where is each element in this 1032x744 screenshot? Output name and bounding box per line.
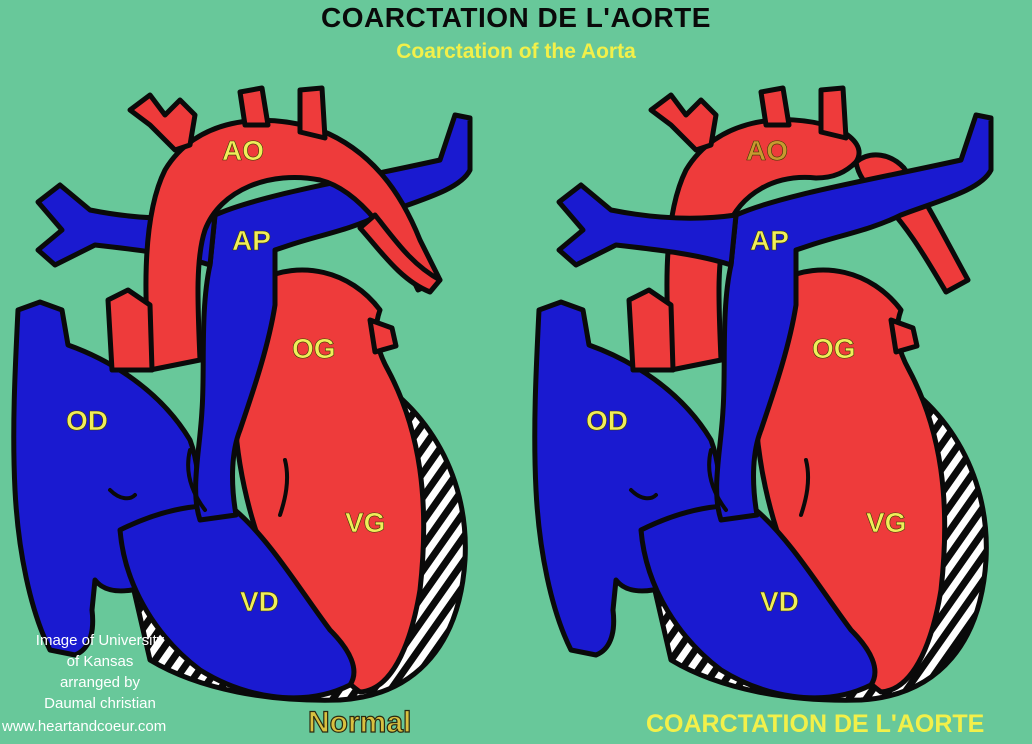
diagram-title: COARCTATION DE L'AORTE [0, 2, 1032, 34]
caption-coarctation: COARCTATION DE L'AORTE [646, 710, 984, 739]
credit-line: of Kansas [6, 651, 194, 672]
heart-coarctation: AO AP OG OD VG VD [516, 70, 1032, 744]
arch-branch-1 [651, 95, 716, 150]
diagram-subtitle: Coarctation of the Aorta [0, 40, 1032, 64]
caption-normal: Normal [308, 706, 411, 740]
label-vg: VG [345, 507, 385, 538]
label-ap: AP [232, 225, 271, 256]
ascending-aorta-base [108, 290, 152, 370]
arch-branch-1 [130, 95, 195, 150]
label-ao: AO [746, 135, 788, 166]
pulmonary-vein [891, 320, 917, 352]
label-od: OD [66, 405, 108, 436]
arch-branch-2 [761, 88, 789, 125]
credit-url: www.heartandcoeur.com [2, 718, 232, 735]
label-vg: VG [866, 507, 906, 538]
arch-branch-3 [300, 88, 325, 138]
arch-branch-2 [240, 88, 268, 125]
label-vd: VD [760, 586, 799, 617]
label-ap: AP [750, 225, 789, 256]
image-credit: Image of University of Kansas arranged b… [6, 630, 194, 714]
ascending-aorta-base [629, 290, 673, 370]
label-ao: AO [222, 135, 264, 166]
label-og: OG [292, 333, 336, 364]
arch-branch-3 [821, 88, 846, 138]
credit-line: Daumal christian [6, 693, 194, 714]
label-od: OD [586, 405, 628, 436]
label-vd: VD [240, 586, 279, 617]
label-og: OG [812, 333, 856, 364]
pulmonary-vein [370, 320, 396, 352]
credit-line: Image of University [6, 630, 194, 651]
credit-line: arranged by [6, 672, 194, 693]
